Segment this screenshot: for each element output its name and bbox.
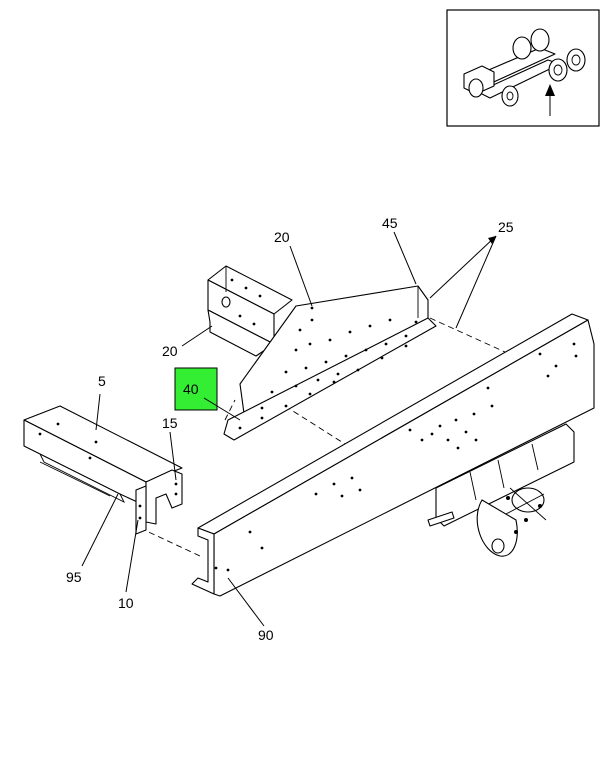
callout-25[interactable]: 25	[498, 219, 514, 235]
suspension-bracket	[427, 423, 575, 557]
view-direction-arrow-icon	[545, 84, 555, 116]
gusset-holes	[238, 306, 418, 430]
rail-holes	[214, 342, 578, 572]
callout-20-lower[interactable]: 20	[162, 343, 178, 359]
callout-40-highlight[interactable]	[174, 367, 218, 411]
angle-bracket	[135, 469, 183, 535]
callout-90[interactable]: 90	[258, 627, 274, 643]
callout-40[interactable]: 40	[183, 381, 199, 397]
gusset-plate	[223, 285, 437, 441]
upper-channel-bracket	[207, 265, 293, 357]
callout-45[interactable]: 45	[382, 215, 398, 231]
main-frame-rail	[191, 313, 595, 597]
callout-labels: 20 45 25 20 5 40 15 95 10 90	[66, 215, 514, 643]
left-channel-member	[23, 405, 183, 507]
callout-20-upper[interactable]: 20	[274, 229, 290, 245]
callout-5[interactable]: 5	[98, 373, 106, 389]
leader-lines	[81, 231, 497, 627]
callout-95[interactable]: 95	[66, 569, 82, 585]
callout-15[interactable]: 15	[162, 415, 178, 431]
truck-chassis-icon	[463, 28, 586, 107]
locator-inset	[446, 9, 600, 127]
callout-10[interactable]: 10	[118, 595, 134, 611]
